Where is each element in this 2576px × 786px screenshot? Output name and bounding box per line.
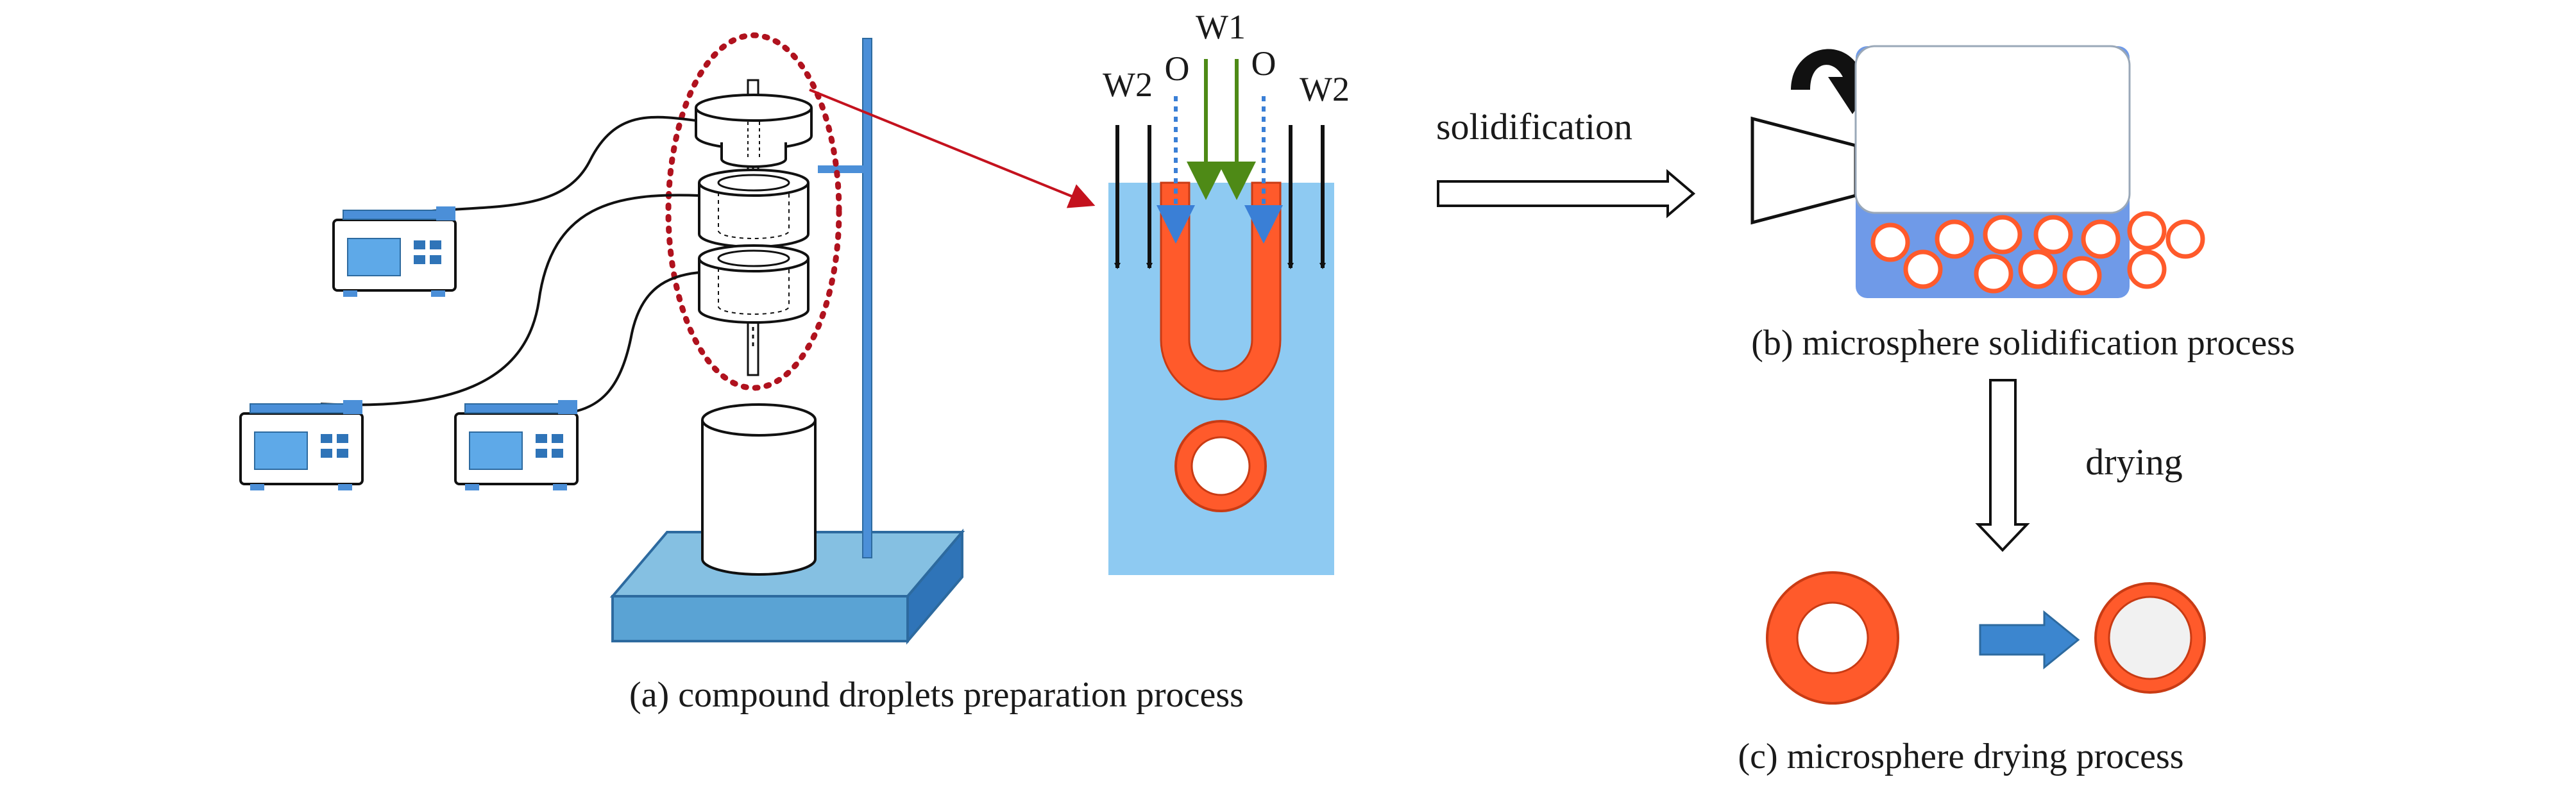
- label-w2-left: W2: [1103, 65, 1153, 104]
- panel-a: (a) compound droplets preparation proces…: [239, 32, 1244, 715]
- caption-a: (a) compound droplets preparation proces…: [629, 675, 1244, 715]
- drying-step: drying: [1975, 379, 2183, 552]
- microsphere: [1983, 215, 2022, 255]
- middle-connector: [698, 169, 809, 248]
- microsphere: [2033, 215, 2073, 255]
- syringe-pump-2: [239, 400, 364, 490]
- caption-b: (b) microsphere solidification process: [1751, 323, 2295, 363]
- microsphere: [2127, 249, 2167, 289]
- panel-b: (b) microsphere solidification process: [1750, 45, 2295, 363]
- solidifying-microspheres: [1870, 211, 2205, 296]
- syringe-pump-3: [454, 400, 579, 490]
- bottom-connector: [698, 244, 809, 324]
- microsphere: [1903, 249, 1943, 289]
- microsphere: [2062, 256, 2102, 296]
- solidification-step: solidification: [1436, 106, 1696, 219]
- solidification-arrow: [1437, 169, 1696, 219]
- droplet-core: [1191, 436, 1251, 496]
- wet-microsphere-core: [1796, 601, 1869, 674]
- rod-clamp-arm: [818, 165, 869, 173]
- bath-air-space: [1854, 45, 2131, 214]
- highlight-ellipse: [665, 32, 842, 391]
- drying-arrow: [1975, 379, 2030, 552]
- top-connector: [695, 94, 813, 168]
- caption-c: (c) microsphere drying process: [1738, 737, 2183, 776]
- leader-arrow: [809, 88, 1096, 208]
- label-solidification: solidification: [1436, 106, 1632, 147]
- droplet-formation-view: W1 O O W2 W2: [1103, 8, 1350, 575]
- microsphere: [2165, 219, 2205, 259]
- dried-microsphere-core: [2108, 596, 2192, 680]
- microsphere: [2127, 211, 2167, 251]
- microsphere: [1974, 254, 2013, 294]
- microsphere: [2081, 219, 2121, 259]
- label-o-left: O: [1165, 49, 1190, 88]
- u-shaped-shell: [1160, 181, 1282, 401]
- stirrer-motor: [1750, 116, 1858, 225]
- microsphere: [2018, 249, 2058, 289]
- stand-rod: [862, 38, 872, 558]
- syringe-pump-1: [332, 206, 457, 297]
- microsphere: [1935, 219, 1974, 259]
- collection-beaker: [701, 403, 817, 576]
- label-w1: W1: [1196, 8, 1246, 46]
- panel-c: (c) microsphere drying process: [1738, 571, 2206, 776]
- label-o-right: O: [1251, 44, 1276, 83]
- microsphere: [1870, 222, 1910, 262]
- drying-transition-arrow: [1979, 610, 2080, 670]
- label-w2-right: W2: [1300, 70, 1350, 108]
- label-drying: drying: [2085, 441, 2182, 483]
- tubing: [320, 115, 700, 415]
